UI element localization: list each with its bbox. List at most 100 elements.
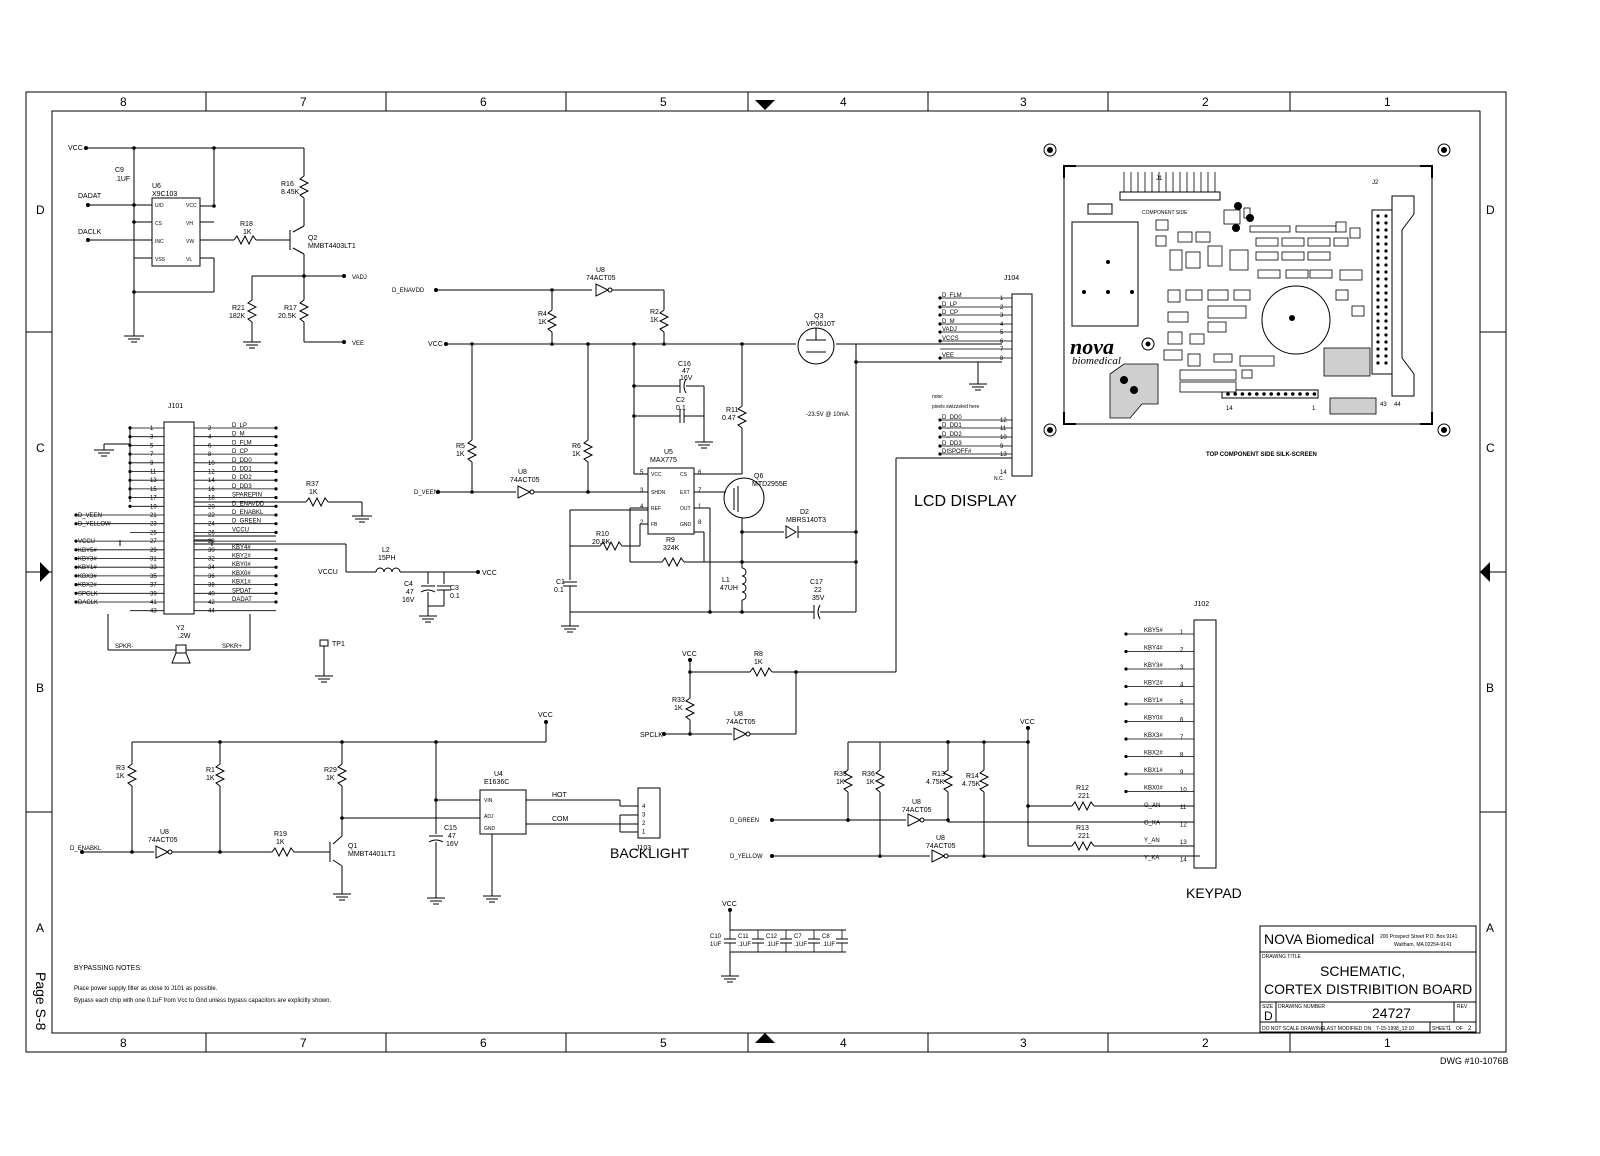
u5-pin-num: 1: [698, 504, 702, 510]
u8f-name: U8: [936, 835, 945, 842]
u8d-part: 74ACT05: [148, 837, 178, 844]
bypass-cap-name: C8: [822, 934, 830, 940]
bypass-cap-value: 1UF: [710, 942, 722, 948]
tp1-testpoint: TP1: [315, 639, 345, 683]
u5-pin-name: GND: [680, 522, 692, 528]
u8c-name: U8: [734, 711, 743, 718]
pcb-part: [1207, 289, 1229, 301]
pcb-pad: [1384, 256, 1388, 260]
pcb-part: [1335, 289, 1349, 301]
u6-part: X9C103: [152, 191, 177, 198]
pcb-1: 1: [1312, 406, 1316, 412]
column-label: 1: [1384, 95, 1391, 109]
pcb-43: 43: [1380, 402, 1387, 408]
j104-pin-signal: D_FLM: [942, 293, 962, 299]
vee-generator: D_ENAVDD U8 74ACT05 R2 1K R4 1K VCC Q3 V…: [392, 267, 1002, 633]
last-modified-label: LAST MODIFIED ON:: [1324, 1026, 1373, 1032]
pcb-part: [1255, 251, 1279, 261]
u5-pin-name: CS: [680, 472, 688, 478]
pcb-pad: [1384, 305, 1388, 309]
spkr-plus-label: SPKR+: [222, 644, 242, 650]
net-port: [74, 539, 78, 543]
notes-heading: BYPASSING NOTES:: [74, 965, 142, 972]
j101-pin-signal: VCCU: [78, 539, 95, 545]
of-label: OF: [1456, 1026, 1463, 1032]
c2-name: C2: [676, 397, 685, 404]
j104-pin-num: 7: [1000, 347, 1004, 353]
j101-pin-num: 36: [208, 574, 215, 580]
r3-name: R3: [116, 765, 125, 772]
page-label: Page S-8: [33, 972, 49, 1031]
pcb-pad: [1384, 312, 1388, 316]
r10-value: 20.5K: [592, 539, 611, 546]
r12-value: 221: [1078, 793, 1090, 800]
r11-name: R11: [726, 407, 738, 414]
d2-part: MBRS140T3: [786, 517, 826, 524]
net-port: [1124, 719, 1128, 724]
net-port: [74, 574, 78, 578]
u6-name: U6: [152, 183, 161, 190]
pcb-via: [1246, 214, 1254, 222]
j101-pin-num: 21: [150, 513, 157, 519]
j104-pin-signal: D_DD2: [942, 432, 962, 438]
vcc-label-r33: VCC: [682, 651, 697, 658]
pcb-part: [1195, 231, 1211, 243]
u5-pin-name: FB: [651, 522, 658, 528]
u8a-part: 74ACT05: [586, 275, 616, 282]
daclk-label: DACLK: [78, 229, 102, 236]
pcb-part: [1169, 249, 1183, 271]
pcb-biomedical: biomedical: [1072, 355, 1121, 367]
pcb-part: [1233, 289, 1251, 301]
u6-chip: [151, 197, 201, 267]
dwg-number: DWG #10-1076B: [1440, 1056, 1509, 1066]
j101-pin-num: 25: [150, 530, 157, 536]
j102-pin-signal: KBY3#: [1144, 663, 1163, 669]
d-enavdd-label: D_ENAVDD: [392, 288, 425, 294]
net-port: [74, 513, 78, 517]
size-label: SIZE: [1262, 1004, 1274, 1010]
l1-value: 47UH: [720, 585, 738, 592]
r11-value: 0.47: [722, 415, 736, 422]
vccu-filter: VCCU L2 15PH VCC C4 47 16V C3 0.1: [318, 547, 497, 623]
pcb-part: [1351, 305, 1365, 317]
j104-pin-num: 1: [1000, 296, 1004, 302]
net-port: [74, 556, 78, 561]
spkr-minus-label: SPKR-: [115, 644, 133, 650]
row-label: B: [36, 681, 44, 695]
c16-v2: 16V: [680, 375, 693, 382]
pcb-pad: [1384, 361, 1388, 365]
j104-pin-num: 11: [1000, 426, 1007, 432]
pcb-part: [1223, 209, 1241, 225]
pcb-pad: [1305, 392, 1309, 396]
r18-value: 1K: [243, 229, 252, 236]
y2-value: .2W: [178, 633, 191, 640]
r9-name: R9: [666, 537, 675, 544]
component-side-label: COMPONENT SIDE: [1142, 210, 1188, 216]
j101-pin-num: 1: [150, 426, 154, 432]
q2-part: MMBT4403LT1: [308, 243, 356, 250]
r21-name: R21: [232, 305, 245, 312]
j101-pin-signal: DADAT: [232, 597, 252, 603]
title-line-2: CORTEX DISTRIBITION BOARD: [1264, 981, 1472, 997]
j104-pin-num: 8: [1000, 356, 1004, 362]
pcb-part: [1333, 237, 1349, 247]
hot-label: HOT: [552, 792, 568, 799]
pcb-pad: [1376, 242, 1380, 246]
q6-symbol: [723, 477, 765, 519]
c1-value: 0.1: [554, 587, 564, 594]
row-label: A: [1486, 921, 1494, 935]
j101-pin-num: 27: [150, 539, 157, 545]
column-label: 8: [120, 95, 127, 109]
pcb-part: [1335, 221, 1347, 233]
net-port: [274, 469, 278, 474]
net-port: [274, 504, 278, 508]
bypass-cap-value: .1UF: [766, 942, 779, 948]
j101-pin-num: 17: [150, 496, 157, 502]
net-port: [74, 565, 78, 569]
c2-value: 0.1: [676, 405, 686, 412]
net-port: [1124, 772, 1128, 776]
j101-pin-num: 10: [208, 461, 215, 467]
r8-value: 1K: [754, 659, 763, 666]
silkscreen-caption: TOP COMPONENT SIDE SILK-SCREEN: [1206, 452, 1317, 458]
